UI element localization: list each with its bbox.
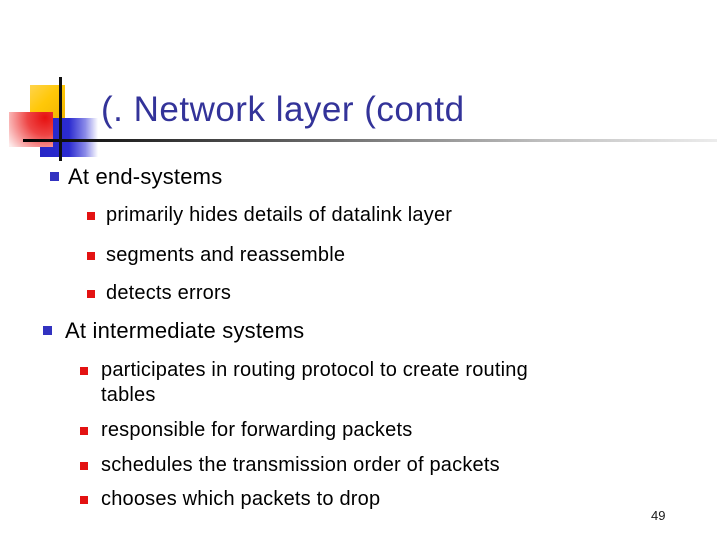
bullet-square-level1	[50, 172, 59, 181]
bullet-text: participates in routing protocol to crea…	[101, 359, 528, 406]
slide-title: (. Network layer (contd	[101, 90, 465, 129]
page-number: 49	[651, 508, 666, 523]
bullet-square-level2	[80, 462, 88, 470]
bullet-square-level2	[80, 427, 88, 435]
bullet-square-level2	[87, 212, 95, 220]
bullet-item: At intermediate systems	[43, 318, 304, 344]
bullet-item: At end-systems	[50, 164, 222, 190]
bullet-item: chooses which packets to drop	[80, 487, 380, 512]
bullet-text: responsible for forwarding packets	[101, 419, 413, 441]
bullet-text: At end-systems	[68, 164, 223, 189]
bullet-item: schedules the transmission order of pack…	[80, 453, 500, 478]
bullet-item: participates in routing protocol to crea…	[80, 358, 528, 408]
bullet-square-level2	[80, 367, 88, 375]
title-underline-rule	[23, 139, 717, 142]
bullet-square-level1	[43, 326, 52, 335]
bullet-text: primarily hides details of datalink laye…	[106, 204, 453, 226]
bullet-item: primarily hides details of datalink laye…	[87, 203, 452, 228]
bullet-text: chooses which packets to drop	[101, 488, 381, 510]
bullet-text: detects errors	[106, 282, 232, 304]
bullet-item: responsible for forwarding packets	[80, 418, 412, 443]
bullet-item: segments and reassemble	[87, 243, 345, 268]
bullet-text: schedules the transmission order of pack…	[101, 454, 500, 476]
bullet-text: segments and reassemble	[106, 244, 346, 266]
bullet-square-level2	[87, 252, 95, 260]
bullet-square-level2	[87, 290, 95, 298]
bullet-text: At intermediate systems	[65, 318, 305, 343]
logo-crosshair-vline	[59, 77, 62, 161]
bullet-square-level2	[80, 496, 88, 504]
bullet-item: detects errors	[87, 281, 231, 306]
